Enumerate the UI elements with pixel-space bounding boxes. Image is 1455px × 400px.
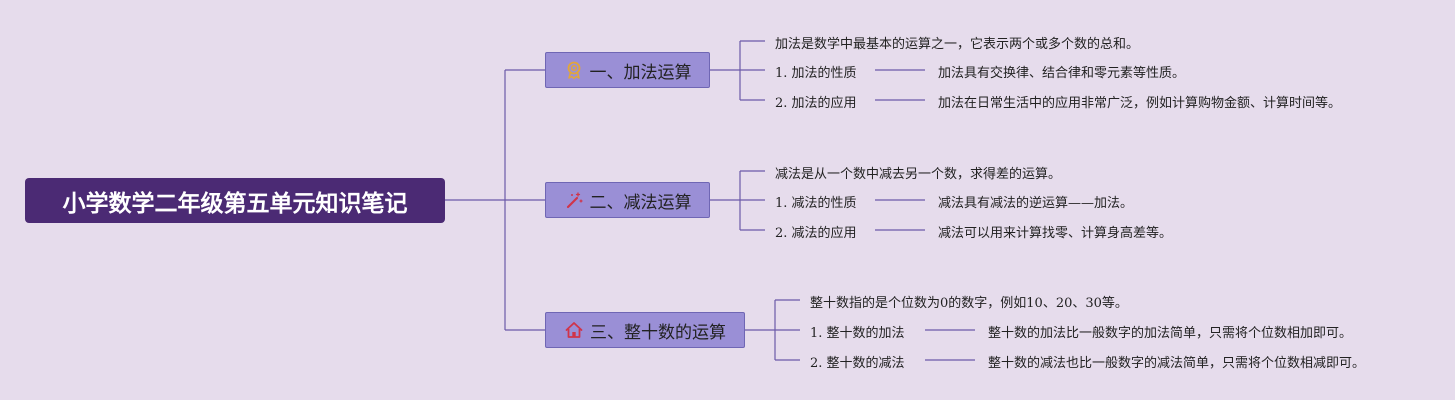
sub-item-label[interactable]: 1. 加法的性质 (775, 66, 857, 81)
connector-b1-stem (710, 40, 765, 101)
sub-item-detail[interactable]: 整十数的加法比一般数字的加法简单，只需将个位数相加即可。 (988, 326, 1353, 341)
root-topic[interactable]: 小学数学二年级第五单元知识笔记 (25, 178, 445, 223)
magic-wand-icon (564, 190, 584, 210)
sub-item-detail[interactable]: 整十数的减法也比一般数字的减法简单，只需将个位数相减即可。 (988, 356, 1366, 371)
sub-item-detail[interactable]: 加法具有交换律、结合律和零元素等性质。 (938, 66, 1186, 81)
branch-title: 二、减法运算 (589, 192, 692, 213)
sub-item-detail[interactable]: 减法具有减法的逆运算——加法。 (938, 196, 1134, 211)
branch-title: 一、加法运算 (589, 62, 692, 83)
connector-b2-sub (875, 199, 925, 231)
sub-item-label[interactable]: 1. 减法的性质 (775, 196, 857, 211)
house-icon (564, 320, 584, 340)
connector-b2-stem (710, 170, 765, 231)
sub-item-label[interactable]: 2. 减法的应用 (775, 226, 857, 241)
sub-item-detail[interactable]: 减法可以用来计算找零、计算身高差等。 (938, 226, 1173, 241)
branch-addition[interactable]: 一、加法运算 (545, 52, 710, 88)
connector-b3-stem (745, 299, 800, 361)
branch-title: 三、整十数的运算 (590, 322, 726, 343)
award-ribbon-icon (564, 60, 584, 80)
connector-b3-sub (925, 329, 975, 361)
sub-item-label[interactable]: 2. 加法的应用 (775, 96, 857, 111)
branch-intro[interactable]: 减法是从一个数中减去另一个数，求得差的运算。 (775, 167, 1062, 182)
branch-tens[interactable]: 三、整十数的运算 (545, 312, 745, 348)
branch-subtraction[interactable]: 二、减法运算 (545, 182, 710, 218)
connector-b1-sub (875, 69, 925, 101)
sub-item-detail[interactable]: 加法在日常生活中的应用非常广泛，例如计算购物金额、计算时间等。 (938, 96, 1342, 111)
root-title: 小学数学二年级第五单元知识笔记 (62, 190, 408, 217)
sub-item-label[interactable]: 1. 整十数的加法 (810, 326, 905, 341)
branch-intro[interactable]: 加法是数学中最基本的运算之一，它表示两个或多个数的总和。 (775, 37, 1140, 52)
branch-intro[interactable]: 整十数指的是个位数为0的数字，例如10、20、30等。 (810, 296, 1128, 311)
sub-item-label[interactable]: 2. 整十数的减法 (810, 356, 905, 371)
